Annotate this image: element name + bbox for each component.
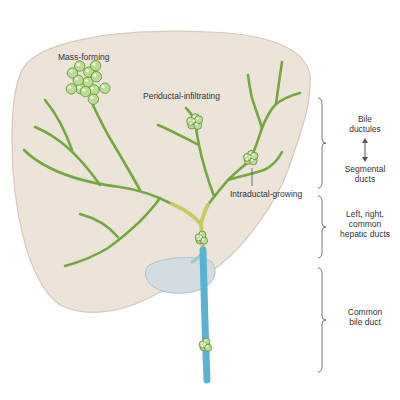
tumour-highlight xyxy=(206,345,208,347)
hepatic-ducts xyxy=(172,204,208,250)
tumour-highlight xyxy=(201,342,203,344)
tumour-highlight xyxy=(195,123,197,125)
liver-outline xyxy=(12,31,310,312)
bracket xyxy=(318,268,326,372)
common-bile-duct xyxy=(203,250,207,380)
right-hepatic-duct xyxy=(201,205,208,224)
tumour-nodule xyxy=(66,84,76,94)
leader-line xyxy=(252,168,253,186)
tumour-nodule xyxy=(195,116,203,124)
bile-duct xyxy=(228,152,282,180)
tumour-highlight xyxy=(193,120,195,122)
tumour-highlight xyxy=(249,156,251,158)
bile-ducts xyxy=(24,62,300,266)
bracket xyxy=(318,98,326,188)
bracket xyxy=(318,196,326,258)
tumour-nodule xyxy=(250,152,258,160)
tumour-highlight xyxy=(202,238,204,240)
tumour-type-label: Intraductal-growing xyxy=(230,189,302,199)
left-hepatic-duct xyxy=(172,204,201,224)
tumour-highlight xyxy=(204,343,206,345)
tumour-highlight xyxy=(78,86,81,89)
tumour-highlight xyxy=(189,123,191,125)
tumour-clusters xyxy=(66,60,258,351)
bile-duct xyxy=(24,150,172,204)
tumour-highlight xyxy=(252,154,254,156)
tumour-type-label: Mass-forming xyxy=(58,52,109,62)
tumour-highlight xyxy=(82,88,85,91)
tumour-highlight xyxy=(90,96,93,99)
tumour-highlight xyxy=(200,236,202,238)
tumour-highlight xyxy=(86,69,89,72)
tumour-nodule xyxy=(90,60,100,70)
bile-duct xyxy=(186,108,214,196)
tumour-nodule xyxy=(199,341,206,348)
tumour-highlight xyxy=(251,159,253,161)
tumour-nodule xyxy=(91,71,101,81)
brackets xyxy=(318,98,326,372)
tumour-highlight xyxy=(245,155,247,157)
tumour-nodule xyxy=(88,94,98,104)
bile-duct xyxy=(276,62,282,104)
tumour-highlight xyxy=(197,238,199,240)
tumour-highlight xyxy=(75,77,78,80)
tumour-highlight xyxy=(102,85,105,88)
tumour-highlight xyxy=(249,152,251,154)
duct-level-label: Segmental ducts xyxy=(341,164,389,184)
tumour-nodule xyxy=(187,117,195,125)
tumour-highlight xyxy=(77,63,80,66)
tumour-type-label: Periductal-infiltrating xyxy=(143,91,220,101)
duct-level-label: Common bile duct xyxy=(341,307,389,327)
tumour-highlight xyxy=(93,74,96,77)
arrow-shaft xyxy=(365,141,366,159)
tumour-nodule xyxy=(100,83,110,93)
tumour-highlight xyxy=(246,158,248,160)
bile-duct xyxy=(45,100,72,150)
tumour-highlight xyxy=(200,233,202,235)
tumour-highlight xyxy=(93,63,96,66)
tumour-nodule xyxy=(67,68,77,78)
arrow-head xyxy=(362,138,368,143)
tumour-nodule xyxy=(80,86,90,96)
tumour-highlight xyxy=(197,235,199,237)
bile-duct xyxy=(208,93,300,205)
tumour-highlight xyxy=(85,79,88,82)
duct-level-label: Left, right, common hepatic ducts xyxy=(337,209,393,240)
tumour-highlight xyxy=(188,119,190,121)
tumour-highlight xyxy=(196,117,198,119)
duct-level-label: Bile ductules xyxy=(341,114,389,134)
bile-duct xyxy=(90,98,140,190)
tumour-nodule xyxy=(243,154,251,162)
double-arrow xyxy=(362,138,368,162)
bile-duct xyxy=(80,214,118,237)
tumour-highlight xyxy=(69,70,72,73)
bile-duct xyxy=(65,198,160,266)
tumour-highlight xyxy=(68,86,71,89)
tumour-highlight xyxy=(91,87,94,90)
tumour-highlight xyxy=(193,115,195,117)
tumour-highlight xyxy=(201,345,203,347)
tumour-nodule xyxy=(195,234,202,241)
tumour-highlight xyxy=(204,340,206,342)
arrow-head xyxy=(362,157,368,162)
bile-duct xyxy=(248,75,262,128)
